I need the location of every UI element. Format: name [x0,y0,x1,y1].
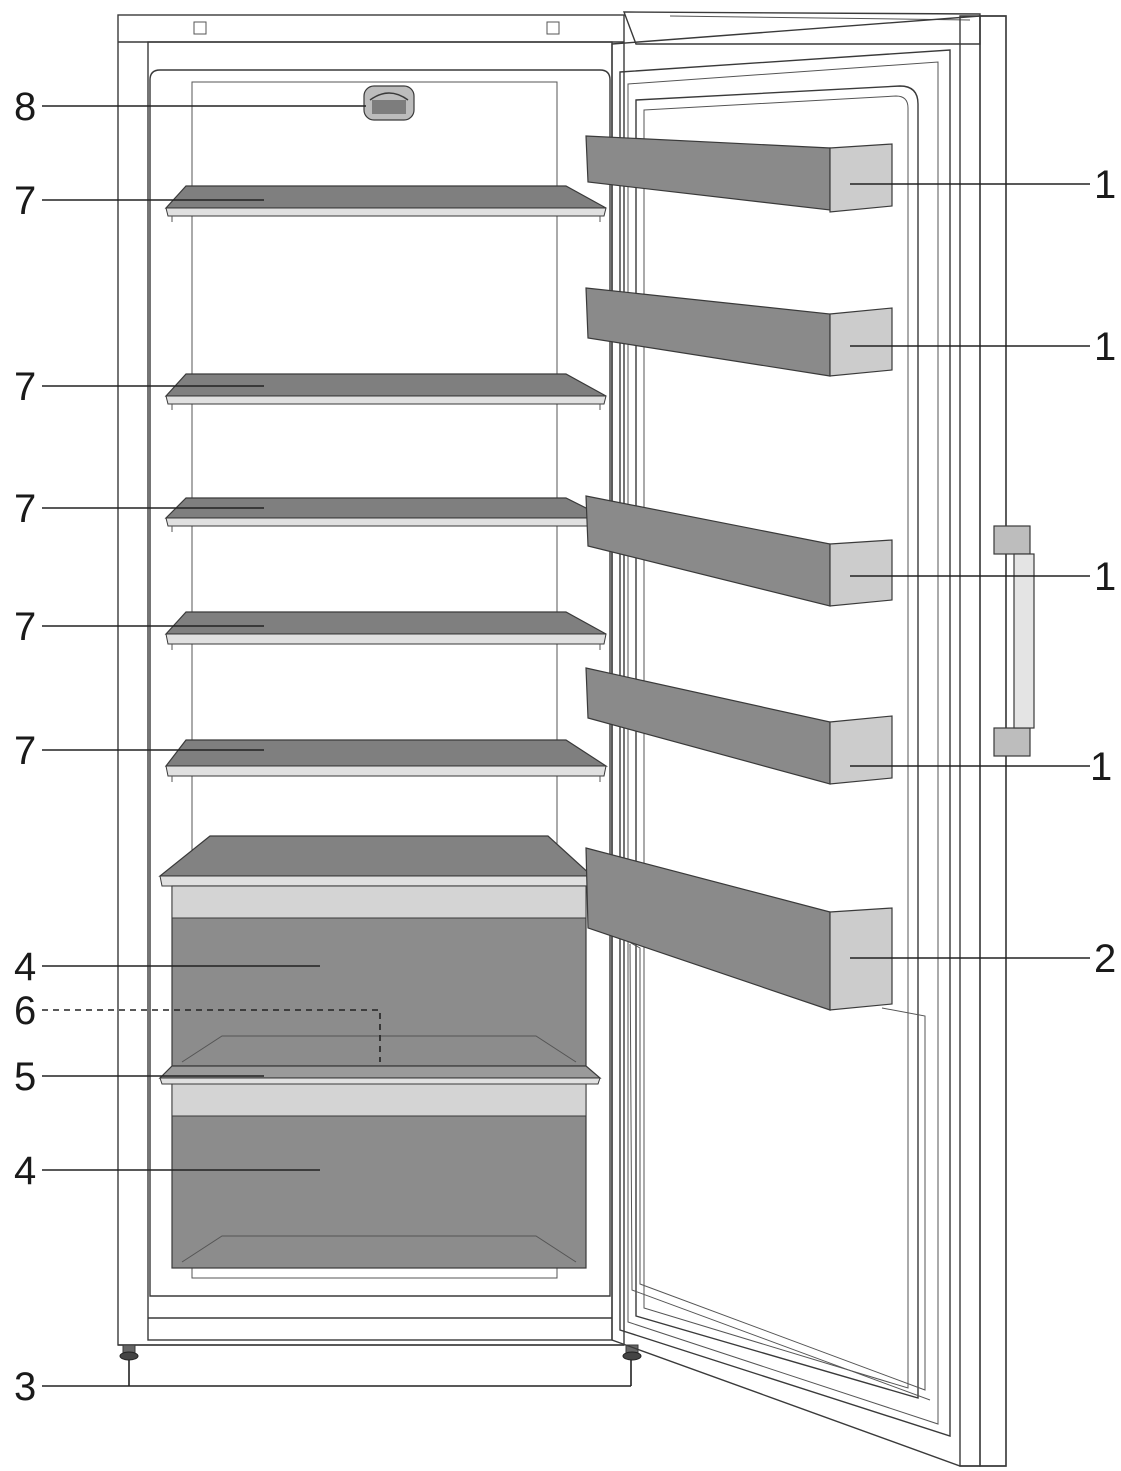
callout-6: 6 [14,989,36,1033]
glass-shelf-1 [164,185,607,222]
callout-7-shelf-4: 7 [14,605,36,649]
callout-8: 8 [14,85,36,129]
callout-1-bin-1: 1 [1094,163,1116,207]
callout-1-bin-3: 1 [1094,555,1116,599]
door-shelf-icon [585,135,893,785]
adjustable-foot-icon [119,1344,642,1361]
glass-shelf-2 [164,373,607,410]
glass-shelf-icon [164,185,609,782]
crisper-cover [158,835,594,887]
door-bin-3 [585,495,893,607]
callout-4-upper: 4 [14,945,36,989]
callout-3: 3 [14,1365,36,1409]
foot-left [119,1344,139,1361]
top-hinge-mark-left [193,21,207,35]
door-bin-2 [585,287,893,377]
callout-labels: 8 7 7 7 7 7 4 6 5 4 3 1 1 1 1 2 [14,85,1116,1409]
glass-shelf-5 [164,739,609,782]
door-bin-1 [585,135,893,213]
callout-7-shelf-2: 7 [14,365,36,409]
leader-6 [42,1009,381,1062]
callout-7-shelf-1: 7 [14,179,36,223]
crisper-drawer-lower [171,1083,587,1269]
top-hinge-mark-right [546,21,560,35]
callout-2: 2 [1094,937,1116,981]
cabinet-liner [149,69,611,1297]
callout-7-shelf-3: 7 [14,487,36,531]
callout-7-shelf-5: 7 [14,729,36,773]
glass-shelf-3 [164,497,607,532]
leader-lines [42,105,1090,1387]
crisper-drawer-upper [171,885,587,1067]
thermostat-light-icon [363,85,415,121]
callout-1-bin-2: 1 [1094,325,1116,369]
callout-1-bin-4: 1 [1090,745,1112,789]
glass-plate-icon [158,1065,602,1085]
door-handle [993,525,1035,757]
door-bin-4 [585,667,893,785]
leader-3 [42,1360,632,1387]
callout-4-lower: 4 [14,1149,36,1193]
vegetable-drawer-icon [171,885,587,1269]
callout-5: 5 [14,1055,36,1099]
bottle-shelf-icon [585,847,893,1011]
glass-shelf-4 [164,611,607,650]
